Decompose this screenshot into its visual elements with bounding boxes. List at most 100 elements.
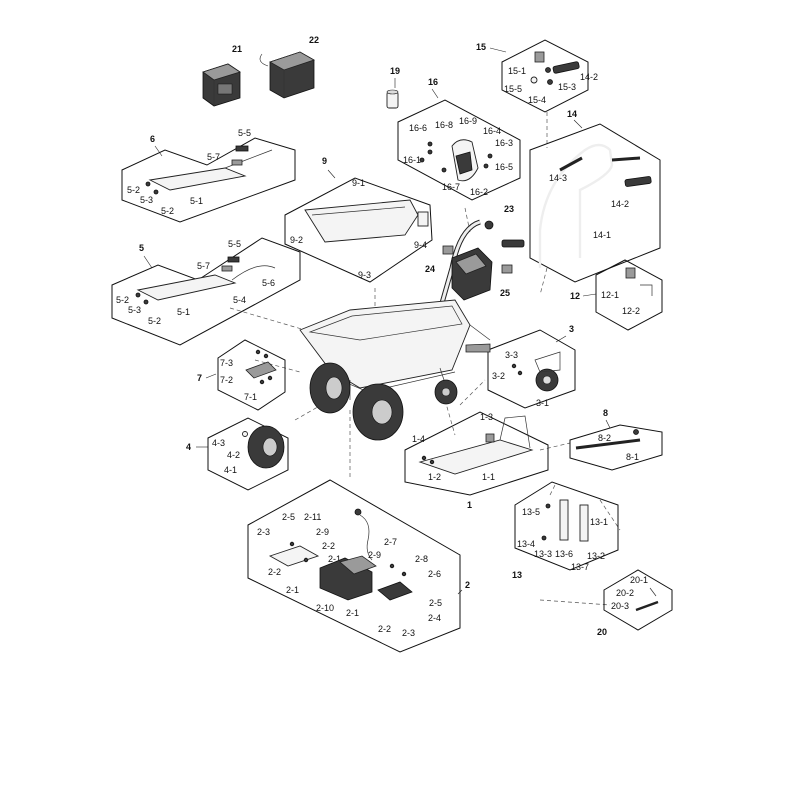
group-20-pin-set: 20-1 20-2 20-3 20 <box>597 569 673 637</box>
label-2-1: 2-1 <box>328 554 341 564</box>
label-16-4: 16-4 <box>483 126 501 136</box>
label-2-6: 2-6 <box>428 569 441 579</box>
label-16-9: 16-9 <box>459 116 477 126</box>
label-4-1: 4-1 <box>224 465 237 475</box>
callout-14: 14 <box>567 109 577 119</box>
callout-19: 19 <box>390 66 400 76</box>
label-16-6: 16-6 <box>409 123 427 133</box>
label-20-3: 20-3 <box>611 601 629 611</box>
group-2-motor-drive: 2 2-5 2-11 2-3 2-9 2-2 2-1 2-7 2-9 2-8 2… <box>247 479 470 653</box>
group-16-control-box: 16 16-8 16-9 16-6 16-4 16-3 16-1 16-5 16… <box>397 77 521 201</box>
label-16-2: 16-2 <box>470 187 488 197</box>
label-12-2: 12-2 <box>622 306 640 316</box>
label-2-2-c: 2-2 <box>378 624 391 634</box>
label-9-1: 9-1 <box>352 178 365 188</box>
group-24-latch: 24 <box>425 245 454 274</box>
label-5-7: 5-7 <box>207 152 220 162</box>
callout-21: 21 <box>232 44 242 54</box>
group-14-handle: 14 14-3 14-2 14-1 <box>529 109 661 283</box>
group-3-caster: 3 3-3 3-2 3-1 <box>487 324 576 409</box>
label-1-1: 1-1 <box>482 472 495 482</box>
group-23-knob: 23 <box>484 204 514 230</box>
label-13-1: 13-1 <box>590 517 608 527</box>
label-5-1: 5-1 <box>190 196 203 206</box>
label-2-2-b: 2-2 <box>268 567 281 577</box>
label-4-2: 4-2 <box>227 450 240 460</box>
label-5-2-b: 5-2 <box>148 316 161 326</box>
label-1-3: 1-3 <box>480 412 493 422</box>
label-2-7: 2-7 <box>384 537 397 547</box>
label-15-1: 15-1 <box>508 66 526 76</box>
label-16-8: 16-8 <box>435 120 453 130</box>
label-9-3: 9-3 <box>358 270 371 280</box>
group-5-push-bar: 5 5-5 5-7 5-6 5-2 5-3 5-4 5-2 5-1 <box>111 237 301 346</box>
label-13-6: 13-6 <box>555 549 573 559</box>
main-cart-assembly <box>299 219 525 441</box>
label-13-3: 13-3 <box>534 549 552 559</box>
label-1-2: 1-2 <box>428 472 441 482</box>
callout-22: 22 <box>309 35 319 45</box>
group-4-wheel: 4 4-3 4-2 4-1 <box>186 417 289 491</box>
label-15-5: 15-5 <box>504 84 522 94</box>
label-2-3: 2-3 <box>257 527 270 537</box>
label-5-1: 5-1 <box>177 307 190 317</box>
label-8-2: 8-2 <box>598 433 611 443</box>
callout-23: 23 <box>504 204 514 214</box>
group-15-grip-kit: 15 15-1 14-2 15-5 15-3 15-4 <box>476 39 598 113</box>
label-2-9: 2-9 <box>316 527 329 537</box>
guide-lines <box>229 112 621 606</box>
callout-6: 6 <box>150 134 155 144</box>
callout-15: 15 <box>476 42 486 52</box>
callout-16: 16 <box>428 77 438 87</box>
label-14-2: 14-2 <box>611 199 629 209</box>
label-9-4: 9-4 <box>414 240 427 250</box>
label-16-1: 16-1 <box>403 155 421 165</box>
label-2-4: 2-4 <box>428 613 441 623</box>
label-5-2-a: 5-2 <box>116 295 129 305</box>
label-8-1: 8-1 <box>626 452 639 462</box>
callout-8: 8 <box>603 408 608 418</box>
callout-9: 9 <box>322 156 327 166</box>
callout-5: 5 <box>139 243 144 253</box>
label-16-3: 16-3 <box>495 138 513 148</box>
label-2-1-b: 2-1 <box>286 585 299 595</box>
group-13-rails: 13-5 13-1 13-4 13-3 13-6 13-2 13-7 13 <box>512 481 619 580</box>
label-2-11: 2-11 <box>304 512 321 522</box>
label-3-2: 3-2 <box>492 371 505 381</box>
group-7-bracket: 7 7-3 7-2 7-1 <box>197 339 286 411</box>
label-14-1: 14-1 <box>593 230 611 240</box>
group-21-battery: 21 <box>202 44 242 107</box>
label-2-2: 2-2 <box>322 541 335 551</box>
label-20-1: 20-1 <box>630 575 648 585</box>
label-13-7: 13-7 <box>571 562 589 572</box>
label-16-7: 16-7 <box>442 182 460 192</box>
callout-13: 13 <box>512 570 522 580</box>
callout-4: 4 <box>186 442 191 452</box>
label-13-2: 13-2 <box>587 551 605 561</box>
label-7-3: 7-3 <box>220 358 233 368</box>
label-5-3: 5-3 <box>128 305 141 315</box>
label-5-4: 5-4 <box>233 295 246 305</box>
label-5-5: 5-5 <box>238 128 251 138</box>
label-5-2-a: 5-2 <box>127 185 140 195</box>
label-2-5: 2-5 <box>282 512 295 522</box>
label-12-1: 12-1 <box>601 290 619 300</box>
group-19-tube: 19 <box>386 66 400 109</box>
callout-7: 7 <box>197 373 202 383</box>
callout-1: 1 <box>467 500 472 510</box>
label-14-3: 14-3 <box>549 173 567 183</box>
group-22-charger: 22 <box>259 35 319 99</box>
label-20-2: 20-2 <box>616 588 634 598</box>
label-13-4: 13-4 <box>517 539 535 549</box>
label-5-7: 5-7 <box>197 261 210 271</box>
label-5-5: 5-5 <box>228 239 241 249</box>
label-1-4: 1-4 <box>412 434 425 444</box>
label-5-3: 5-3 <box>140 195 153 205</box>
label-9-2: 9-2 <box>290 235 303 245</box>
group-12-lever: 12 12-1 12-2 <box>570 259 663 331</box>
label-2-8: 2-8 <box>415 554 428 564</box>
callout-3: 3 <box>569 324 574 334</box>
label-15-3: 15-3 <box>558 82 576 92</box>
label-5-6: 5-6 <box>262 278 275 288</box>
